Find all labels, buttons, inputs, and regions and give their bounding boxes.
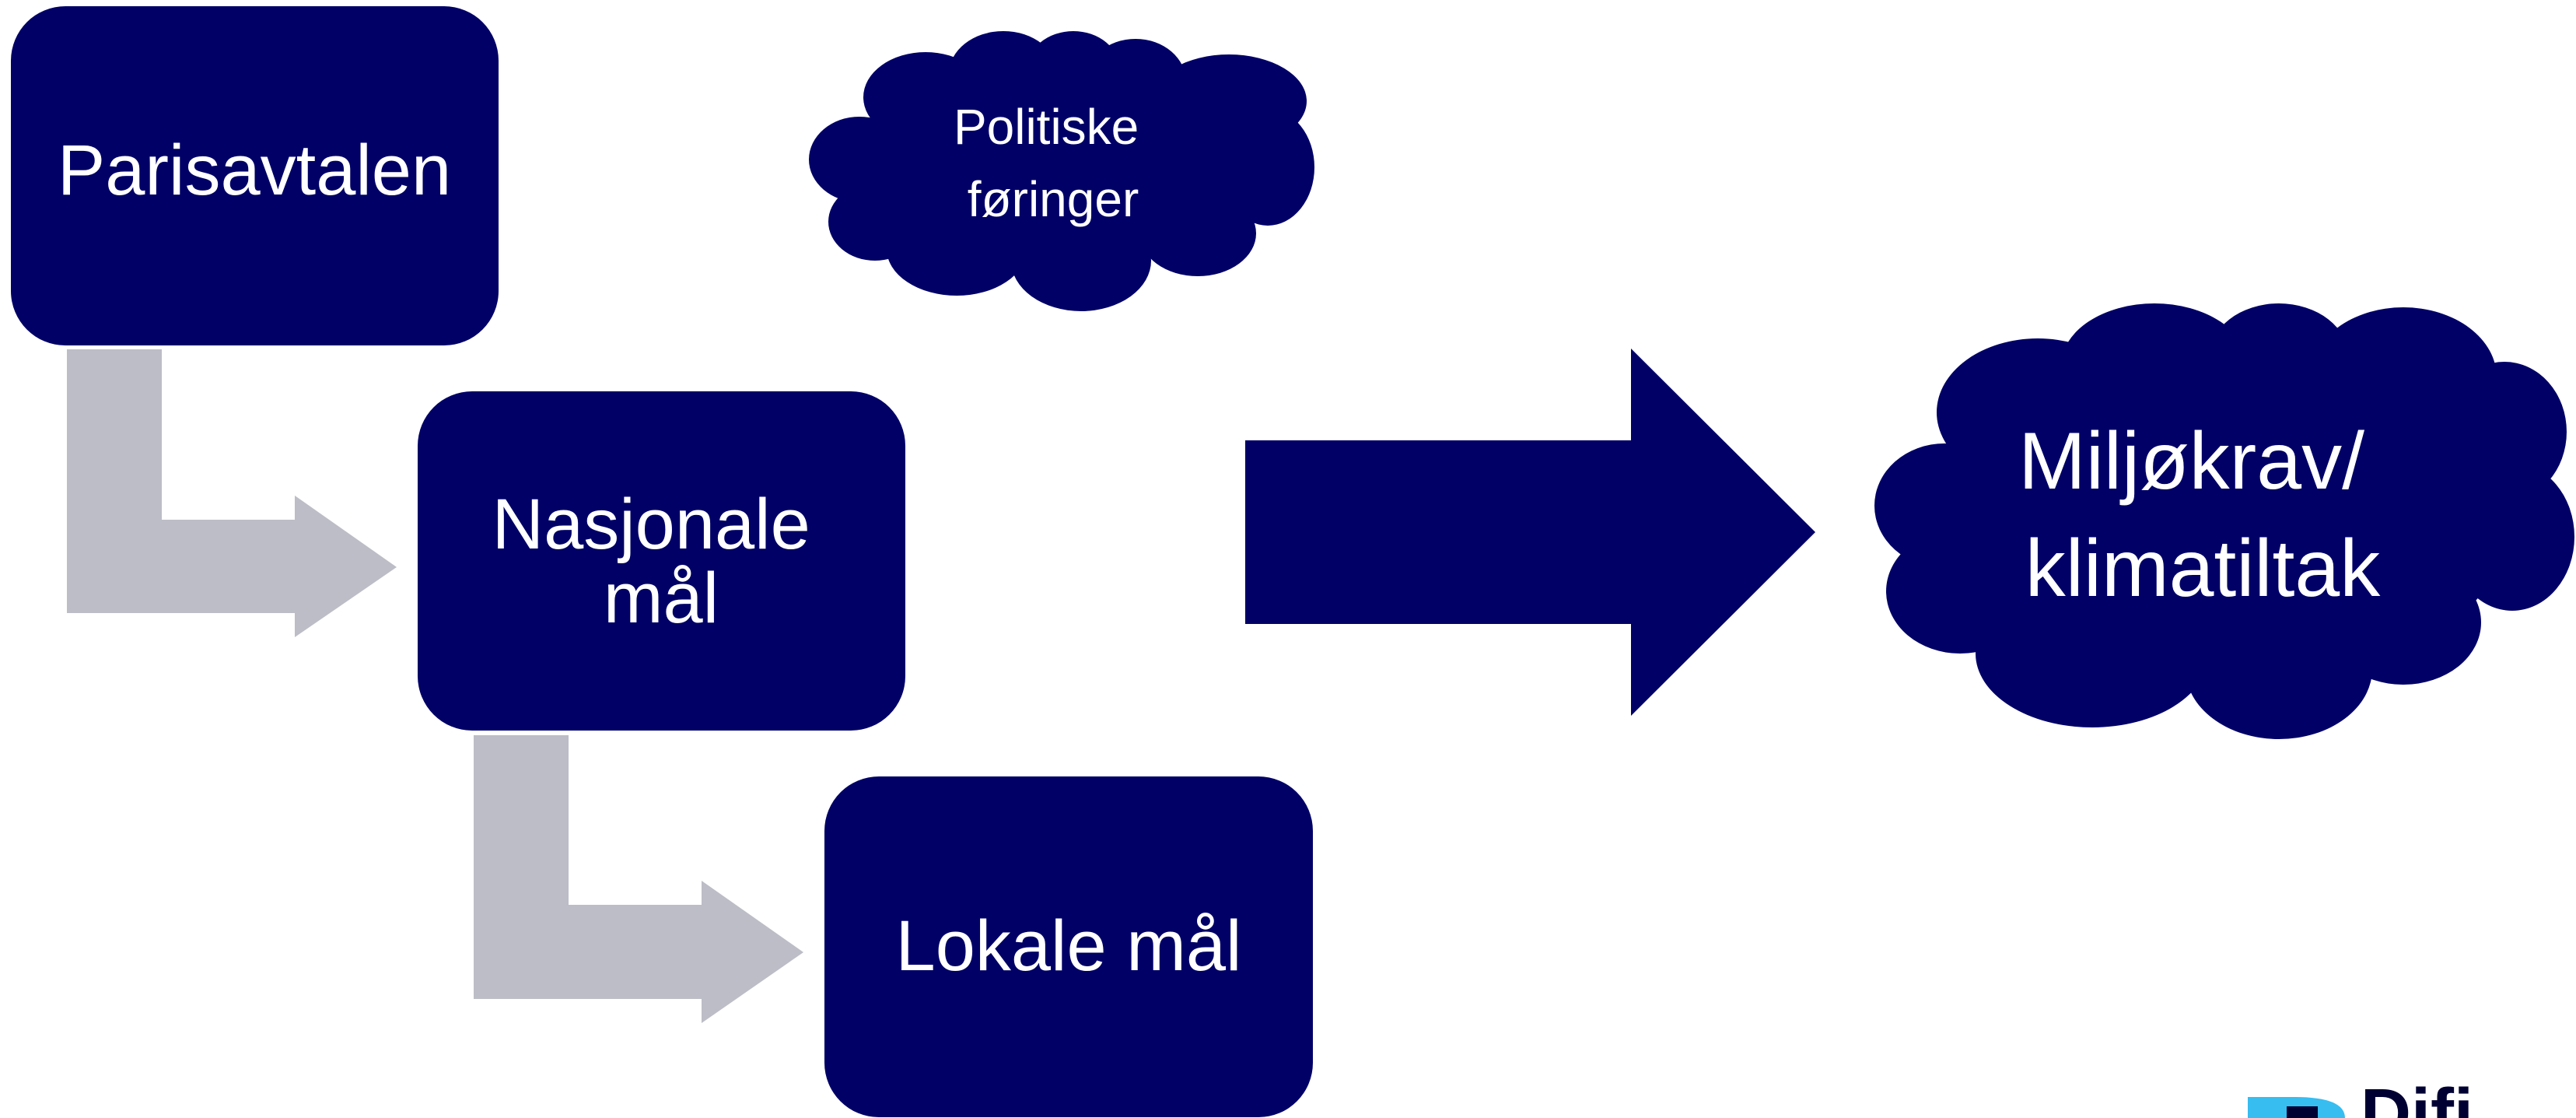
cloud-miljokrav-klimatiltak: Miljøkrav/ klimatiltak (1874, 303, 2574, 739)
cloud-politiske-foringer-label: Politiske føringer (954, 99, 1153, 227)
elbow-arrow-1 (67, 349, 397, 637)
elbow-arrow-2 (474, 735, 803, 1023)
box-parisavtalen-label: Parisavtalen (58, 131, 451, 210)
cloud-politiske-foringer: Politiske føringer (809, 31, 1314, 311)
box-nasjonale-mal-label: Nasjonale mål (492, 485, 831, 638)
difi-logo-text: Difi (2361, 1075, 2473, 1118)
big-right-arrow (1245, 349, 1815, 716)
box-nasjonale-mal: Nasjonale mål (418, 391, 905, 731)
box-lokale-mal-label: Lokale mål (896, 906, 1242, 986)
box-lokale-mal: Lokale mål (824, 776, 1313, 1117)
box-parisavtalen: Parisavtalen (11, 6, 499, 345)
difi-logo: Difi (2248, 1075, 2473, 1118)
cloud-miljokrav-klimatiltak-label: Miljøkrav/ klimatiltak (2018, 416, 2387, 614)
